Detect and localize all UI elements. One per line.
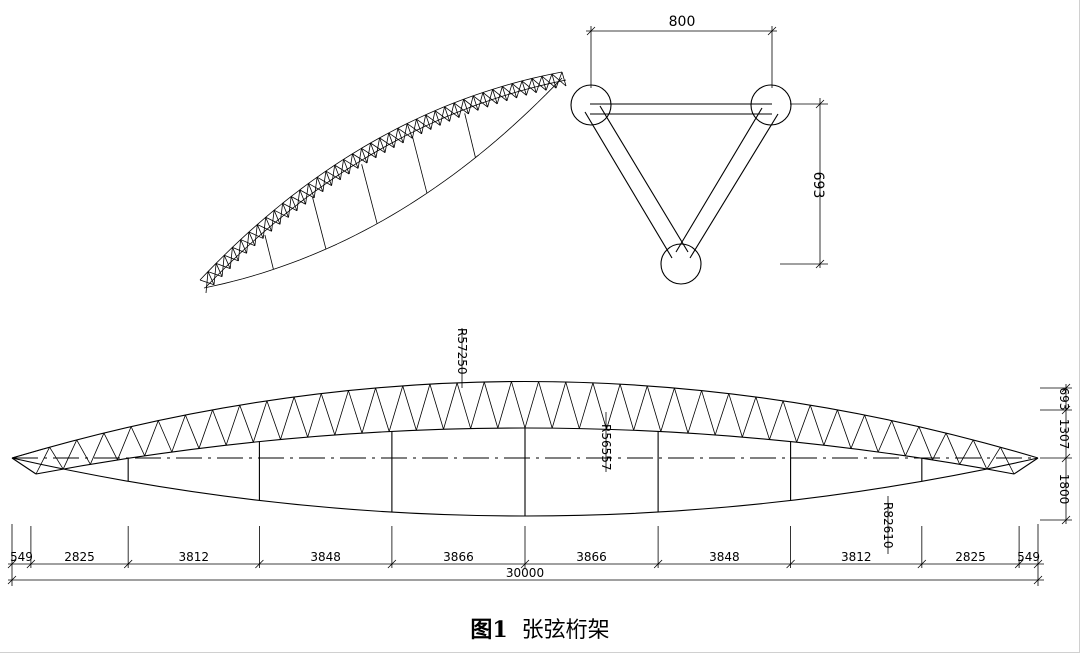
- section-height-label: 693: [810, 172, 826, 199]
- dim-1307-label: 1307: [1057, 419, 1071, 450]
- figure-caption: 图1 张弦桁架: [0, 612, 1080, 644]
- chord-circle-left: [570, 84, 612, 126]
- section-width-label: 800: [669, 14, 696, 30]
- chord-circle-right: [750, 84, 792, 126]
- segment-length-label: 549: [1017, 550, 1040, 564]
- segment-length-label: 3866: [576, 550, 607, 564]
- span-dimension-chain: 30000 549 2825 3812 3848 3866 3866 3848 3812 282…: [7, 524, 1044, 586]
- segment-length-label: 2825: [64, 550, 95, 564]
- radius-bottom-label: R82610: [881, 502, 895, 549]
- segment-length-label: 3848: [709, 550, 740, 564]
- segment-length-label: 3812: [179, 550, 210, 564]
- caption-number: 图1: [470, 617, 508, 643]
- chord-circle-bottom: [660, 243, 702, 285]
- segment-length-label: 3866: [443, 550, 474, 564]
- cross-section-view: 800 693: [570, 14, 828, 285]
- truss-web-members: [11, 381, 1015, 475]
- perspective-view: [199, 71, 567, 294]
- dim-693-label: 693: [1057, 388, 1071, 411]
- vertical-struts: [127, 428, 923, 516]
- elevation-view: R57250 R56557 R82610 693 1307 1800 30000…: [7, 328, 1072, 586]
- segment-length-label: 549: [10, 550, 33, 564]
- radius-top-label: R57250: [455, 328, 469, 375]
- dim-1800-label: 1800: [1057, 474, 1071, 505]
- segment-length-label: 3848: [310, 550, 341, 564]
- segment-length-label: 3812: [841, 550, 872, 564]
- span-total-label: 30000: [506, 566, 544, 580]
- radius-middle-label: R56557: [599, 424, 613, 471]
- caption-title: 张弦桁架: [521, 618, 610, 643]
- segment-length-label: 2825: [955, 550, 986, 564]
